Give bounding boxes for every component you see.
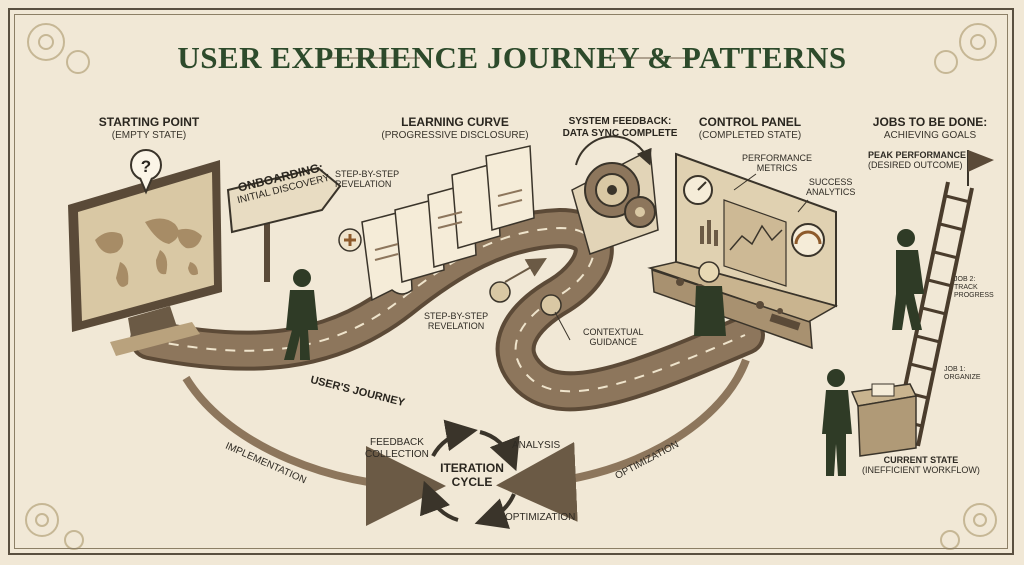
world-map-icon — [95, 218, 202, 287]
plus-icon — [338, 228, 362, 252]
cycle-optimization-label: OPTIMIZATION — [505, 512, 576, 523]
feedback-collection-label: FEEDBACK COLLECTION — [365, 437, 429, 460]
jobs-heading: JOBS TO BE DONE: — [872, 115, 988, 129]
peak-sub: (DESIRED OUTCOME) — [868, 160, 963, 171]
cycle-line1: ITERATION — [440, 461, 504, 475]
jobs-to-be-done-label: JOBS TO BE DONE: ACHIEVING GOALS — [870, 115, 990, 141]
chart-icon — [700, 199, 787, 287]
person-icon — [822, 369, 852, 476]
performance-metrics-line1: PERFORMANCE — [742, 153, 813, 163]
onboarding-signpost — [226, 166, 342, 282]
starting-point-sub: (EMPTY STATE) — [111, 129, 187, 141]
step-by-step-bottom-label: STEP-BY-STEP REVELATION — [424, 311, 488, 332]
control-panel-label: CONTROL PANEL (COMPLETED STATE) — [690, 115, 810, 141]
success-analytics-label: SUCCESS ANALYTICS — [806, 177, 855, 198]
control-panel-heading: CONTROL PANEL — [698, 115, 802, 129]
implementation-arrow — [182, 375, 446, 526]
job2-line3: PROGRESS — [954, 292, 994, 300]
step-by-step-bottom-line2: REVELATION — [427, 321, 485, 332]
starting-point-heading: STARTING POINT — [98, 115, 200, 129]
iteration-cycle-center: ITERATION CYCLE — [425, 461, 519, 490]
control-panel-sub: (COMPLETED STATE) — [698, 129, 802, 141]
feedback-line1: FEEDBACK — [370, 437, 424, 448]
analysis-label: ANALYSIS — [512, 440, 561, 451]
success-analytics-line2: ANALYTICS — [806, 187, 856, 198]
step-by-step-top-line2: REVELATION — [335, 179, 392, 190]
job2-line2: TRACK — [954, 284, 978, 292]
page-title: USER EXPERIENCE JOURNEY & PATTERNS — [177, 40, 847, 75]
outer-frame — [8, 8, 1014, 555]
step-by-step-bottom-line1: STEP-BY-STEP — [424, 311, 489, 321]
cycle-line2: CYCLE — [451, 474, 493, 489]
feedback-line2: COLLECTION — [365, 448, 429, 460]
system-feedback-label: SYSTEM FEEDBACK: DATA SYNC COMPLETE — [560, 116, 680, 139]
progressive-disclosure-pages — [361, 145, 535, 302]
checklist-icon — [374, 189, 523, 261]
corner-gear-icon — [25, 23, 997, 550]
flag-icon — [967, 150, 994, 186]
person-icon — [892, 229, 924, 330]
learning-curve-sub: (PROGRESSIVE DISCLOSURE) — [381, 129, 529, 141]
contextual-guidance-label: CONTEXTUAL GUIDANCE — [583, 327, 644, 348]
success-analytics-line1: SUCCESS — [808, 177, 853, 187]
optimization-arrow — [496, 358, 750, 522]
gauge-icon — [791, 223, 825, 257]
step-by-step-top-label: STEP-BY-STEP REVELATION — [335, 169, 399, 190]
gear-icon — [571, 135, 659, 255]
question-mark-icon: ? — [130, 149, 162, 195]
job1-label: JOB 1: ORGANIZE — [944, 366, 981, 382]
small-gear-icon — [489, 281, 511, 303]
current-heading: CURRENT STATE — [883, 455, 959, 465]
learning-curve-heading: LEARNING CURVE — [401, 115, 509, 129]
person-icon — [694, 261, 726, 336]
contextual-guidance-line2: GUIDANCE — [589, 337, 638, 348]
person-icon — [284, 269, 318, 360]
starting-point-label: STARTING POINT (EMPTY STATE) — [94, 115, 204, 141]
desk — [850, 383, 918, 457]
peak-performance-label: PEAK PERFORMANCE (DESIRED OUTCOME) — [868, 150, 966, 171]
contextual-guidance-line1: CONTEXTUAL — [583, 327, 644, 337]
svg-text:?: ? — [141, 157, 151, 176]
current-state-label: CURRENT STATE (INEFFICIENT WORKFLOW) — [862, 455, 980, 476]
current-sub: (INEFFICIENT WORKFLOW) — [862, 465, 980, 476]
performance-metrics-label: PERFORMANCE METRICS — [742, 153, 812, 174]
job2-label: JOB 2: TRACK PROGRESS — [954, 276, 994, 300]
iteration-cycle-arrows — [420, 419, 520, 529]
jobs-sub: ACHIEVING GOALS — [883, 129, 977, 141]
system-feedback-heading: SYSTEM FEEDBACK: — [568, 116, 672, 127]
inner-frame — [14, 14, 1008, 549]
performance-metrics-line2: METRICS — [756, 163, 798, 174]
system-feedback-sub: DATA SYNC COMPLETE — [562, 127, 678, 139]
learning-curve-label: LEARNING CURVE (PROGRESSIVE DISCLOSURE) — [380, 115, 530, 141]
small-gear-icon — [540, 294, 562, 316]
peak-heading: PEAK PERFORMANCE — [868, 150, 967, 160]
job1-line2: ORGANIZE — [944, 374, 981, 382]
job1-line1: JOB 1: — [944, 366, 966, 373]
monitor-empty-state: ? — [68, 149, 222, 356]
job2-line1: JOB 2: — [954, 276, 976, 283]
step-by-step-top-line1: STEP-BY-STEP — [335, 169, 400, 179]
